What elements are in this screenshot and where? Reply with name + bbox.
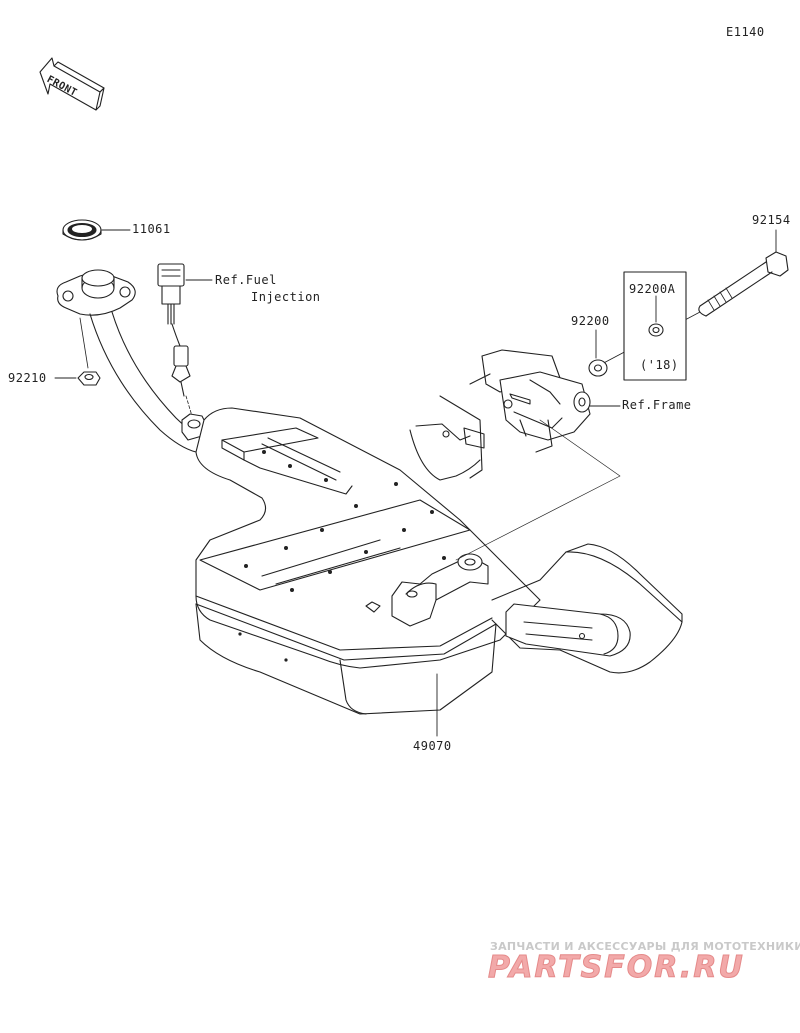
diagram-code-label: E1140 — [726, 25, 765, 39]
muffler-49070-icon — [195, 407, 683, 715]
ref-fuel-injection-label-1[interactable]: Ref.Fuel — [215, 273, 277, 287]
watermark-logo: PARTSFOR.RU — [488, 950, 745, 986]
bolt-92154-icon — [698, 251, 789, 317]
nut-92210-icon — [77, 371, 101, 386]
part-label-49070: 49070 — [413, 739, 452, 753]
part-label-92154: 92154 — [752, 213, 791, 227]
part-label-92200a: 92200A — [629, 282, 676, 296]
ref-fuel-injection-label-2[interactable]: Injection — [251, 290, 321, 304]
frame-bracket-icon — [409, 349, 591, 481]
part-note-18: ('18) — [640, 358, 679, 372]
front-arrow-icon — [39, 57, 105, 111]
seal-11061-icon — [62, 219, 102, 241]
watermark-tagline: ЗАПЧАСТИ И АКСЕССУАРЫ ДЛЯ МОТОТЕХНИКИ — [490, 940, 800, 953]
oxygen-sensor-icon — [157, 263, 191, 397]
part-label-11061: 11061 — [132, 222, 171, 236]
part-label-92210: 92210 — [8, 371, 47, 385]
washer-92200-icon — [588, 359, 608, 377]
washer-92200a-group — [623, 271, 687, 381]
part-label-92200: 92200 — [571, 314, 610, 328]
ref-frame-label[interactable]: Ref.Frame — [622, 398, 692, 412]
